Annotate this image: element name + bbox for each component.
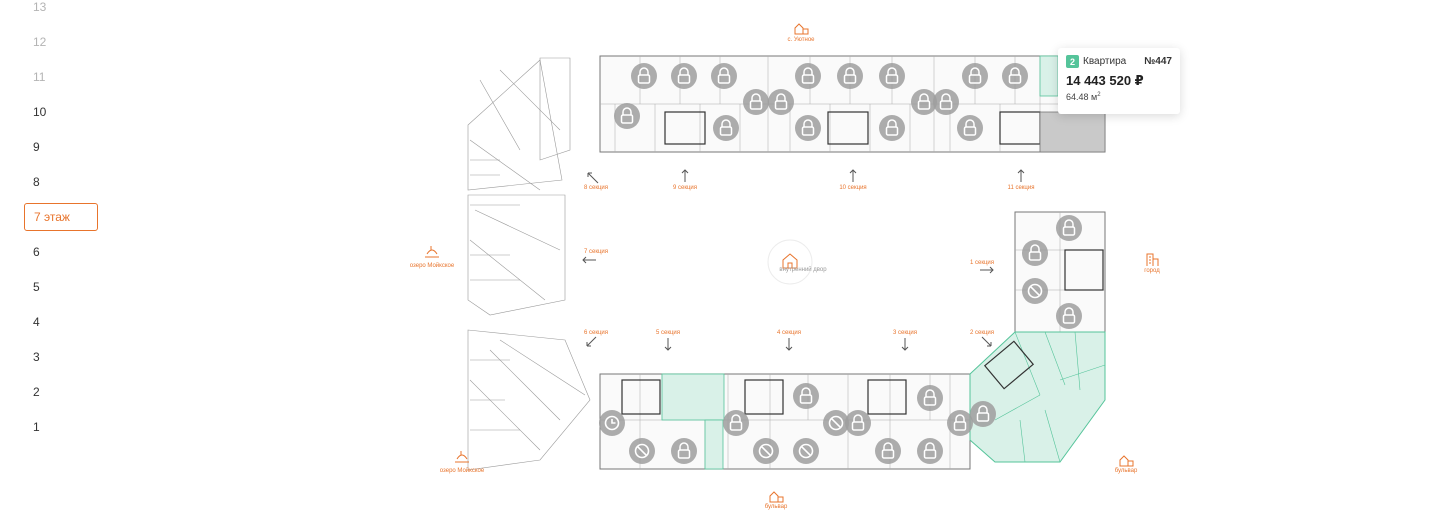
unavailable-icon[interactable]: [629, 438, 655, 464]
floor-item[interactable]: 8: [33, 175, 40, 189]
apartment-card[interactable]: 2 Квартира №447 14 443 520 ₽ 64.48 м2: [1058, 48, 1180, 114]
floor-item[interactable]: 6: [33, 245, 40, 259]
lock-icon[interactable]: [962, 63, 988, 89]
reserved-clock-icon[interactable]: [599, 410, 625, 436]
poi-icons: [425, 23, 1159, 503]
floor-item[interactable]: 3: [33, 350, 40, 364]
apartment-number: №447: [1144, 56, 1172, 67]
label-village: с. Уютное: [787, 37, 815, 43]
label-section-1: 1 секция: [969, 260, 995, 266]
label-section-4: 4 секция: [776, 330, 802, 336]
unavailable-icon[interactable]: [793, 438, 819, 464]
lock-icon[interactable]: [917, 438, 943, 464]
unavailable-icon[interactable]: [823, 410, 849, 436]
label-section-2: 2 секция: [969, 330, 995, 336]
floor-item[interactable]: 13: [33, 0, 47, 14]
lock-icon[interactable]: [743, 89, 769, 115]
village-icon: [794, 23, 809, 35]
label-section-3: 3 секция: [892, 330, 918, 336]
lock-icon[interactable]: [879, 63, 905, 89]
lock-icon[interactable]: [713, 115, 739, 141]
label-section-9: 9 секция: [672, 185, 698, 191]
courtyard-icon: [767, 239, 813, 285]
label-section-5: 5 секция: [655, 330, 681, 336]
label-courtyard: внутренний двор: [779, 267, 827, 273]
lock-icon[interactable]: [1002, 63, 1028, 89]
lock-icon[interactable]: [1056, 303, 1082, 329]
label-section-11: 11 секция: [1007, 185, 1035, 191]
lock-icon[interactable]: [671, 438, 697, 464]
boulevard-icon-bottom: [769, 491, 784, 503]
label-boulevard-right: бульвар: [1114, 468, 1138, 474]
floor-item-active[interactable]: 7 этаж: [24, 203, 98, 231]
lock-icon[interactable]: [723, 410, 749, 436]
lake-icon-left: [425, 246, 439, 258]
label-section-10: 10 секция: [839, 185, 867, 191]
rooms-badge: 2: [1066, 55, 1079, 68]
lock-icon[interactable]: [837, 63, 863, 89]
lock-icon[interactable]: [614, 103, 640, 129]
floor-item[interactable]: 12: [33, 35, 47, 49]
lock-icon[interactable]: [1022, 240, 1048, 266]
unavailable-icon[interactable]: [1022, 278, 1048, 304]
floor-item[interactable]: 9: [33, 140, 40, 154]
lock-icon[interactable]: [970, 401, 996, 427]
floor-item[interactable]: 10: [33, 105, 47, 119]
lock-icon[interactable]: [879, 115, 905, 141]
lock-icon[interactable]: [911, 89, 937, 115]
lock-icon[interactable]: [875, 438, 901, 464]
lock-icon[interactable]: [671, 63, 697, 89]
label-section-7: 7 секция: [583, 249, 609, 255]
lock-icon[interactable]: [768, 89, 794, 115]
floor-item[interactable]: 2: [33, 385, 40, 399]
lock-icon[interactable]: [795, 115, 821, 141]
lock-icon[interactable]: [845, 410, 871, 436]
label-lake-bottom: озеро Мойкское: [439, 468, 485, 474]
label-lake-left: озеро Мойкское: [409, 263, 455, 269]
city-icon: [1146, 253, 1159, 266]
floor-item[interactable]: 11: [33, 70, 46, 84]
apartment-price: 14 443 520 ₽: [1066, 73, 1144, 88]
lock-icon[interactable]: [917, 385, 943, 411]
apartment-type: Квартира: [1083, 56, 1127, 67]
lock-icon[interactable]: [795, 63, 821, 89]
floor-item[interactable]: 4: [33, 315, 40, 329]
lock-icon[interactable]: [631, 63, 657, 89]
lock-icon[interactable]: [711, 63, 737, 89]
parking-structure-left: [467, 57, 591, 471]
label-section-8: 8 секция: [583, 185, 609, 191]
building-corner: [969, 331, 1106, 463]
floor-item[interactable]: 1: [33, 420, 40, 434]
label-section-6: 6 секция: [583, 330, 609, 336]
apartment-markers[interactable]: [599, 63, 1082, 464]
direction-arrows: [582, 169, 1025, 351]
lock-icon[interactable]: [1056, 215, 1082, 241]
label-city: город: [1144, 268, 1160, 274]
building-bottom: [599, 373, 971, 470]
lock-icon[interactable]: [793, 383, 819, 409]
label-boulevard-bottom: бульвар: [764, 504, 788, 510]
lock-icon[interactable]: [933, 89, 959, 115]
lock-icon[interactable]: [957, 115, 983, 141]
boulevard-icon-right: [1119, 455, 1134, 467]
unavailable-icon[interactable]: [753, 438, 779, 464]
apartment-area: 64.48 м2: [1066, 92, 1101, 102]
lake-icon-bottom: [455, 451, 469, 463]
lock-icon[interactable]: [947, 410, 973, 436]
floor-item[interactable]: 5: [33, 280, 40, 294]
